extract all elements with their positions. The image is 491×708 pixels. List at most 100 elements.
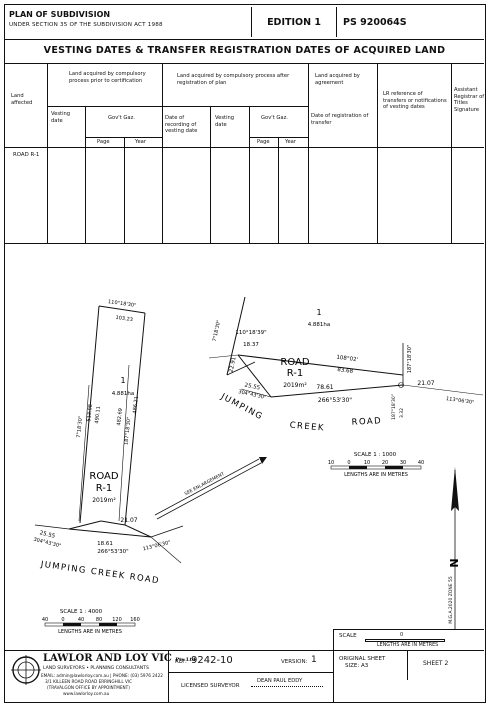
scale-large-tick-5: 160 <box>130 617 140 623</box>
dist-left: 513.08 <box>86 404 94 422</box>
scale-large-tick-3: 80 <box>96 617 102 623</box>
scale-enl-units: LENGTHS ARE IN METRES <box>344 472 408 478</box>
sub-year: Year <box>135 139 146 145</box>
firm-tagline: LAND SURVEYORS • PLANNING CONSULTANTS <box>43 666 149 671</box>
col-assistant-registrar: Assistant Registrar of Titles Signature <box>454 87 485 113</box>
firm-logo-icon <box>11 655 41 685</box>
scale-enl-tick-4: 30 <box>400 460 406 466</box>
scale-large-units: LENGTHS ARE IN METRES <box>58 629 122 635</box>
scale-enl-tick-0: 10 <box>328 460 334 466</box>
dist-right-1: 482.69 <box>116 408 124 426</box>
vesting-row-road: ROAD R-1 <box>13 152 40 158</box>
sheet-size: SIZE: A3 <box>345 663 369 669</box>
scale-large-tick-1: 0 <box>61 617 64 623</box>
plan-number: PS 920064S <box>343 16 407 28</box>
scale-large-title: SCALE 1 : 4000 <box>60 609 103 615</box>
lot-1-label: 1 <box>120 376 125 385</box>
dist-top: 103.23 <box>115 315 133 323</box>
dist-left-inner: 490.11 <box>94 406 102 424</box>
sub-year-2: Year <box>285 139 296 145</box>
enl-bearing-left: 7°18'30" <box>212 319 222 342</box>
firm-address: 3/1 KILLEEN ROAD ROAD ERRINGHILL VIC <box>45 679 133 684</box>
sheet-number: SHEET 2 <box>423 660 449 667</box>
tb-scale-units: LENGTHS ARE IN METRES <box>377 643 439 648</box>
enl-bearing-bottom-left: 304°43'30" <box>238 389 267 401</box>
enl-street-word-2: CREEK <box>289 420 325 433</box>
firm-name: LAWLOR AND LOY VIC <box>43 653 172 664</box>
sub-page: Page <box>97 139 110 145</box>
enl-bearing-far-right: 113°06'30" <box>446 396 475 406</box>
enl-road-id: R-1 <box>287 368 304 379</box>
tb-scale-tick: 0 <box>400 632 404 638</box>
dist-bottom: 18.61 <box>97 541 113 547</box>
enl-lot-label: 1 <box>316 308 321 317</box>
enl-bearing-right: 187°18'30" <box>407 345 413 373</box>
sub-page-2: Page <box>257 139 270 145</box>
scale-enl-tick-3: 20 <box>382 460 388 466</box>
surveyor-label: LICENSED SURVEYOR <box>181 683 240 689</box>
col-land-affected: Land affected <box>11 93 33 106</box>
plan-enlarged: 1 4.881ha ROAD R-1 2019m² 7°18'30" 110°1… <box>208 296 484 478</box>
col-lr-reference: LR reference of transfers or notificatio… <box>383 91 447 110</box>
dist-bottom-left: 25.55 <box>39 530 56 540</box>
bearing-bottom: 266°53'30" <box>97 549 128 555</box>
enl-bearing-diag: 108°02' <box>336 355 358 364</box>
enl-bearing-small: 187°18'30" <box>391 394 397 420</box>
original-sheet-label: ORIGINAL SHEET <box>339 656 386 662</box>
lot-1-area: 4.881ha <box>112 391 135 397</box>
bearing-bottom-left: 304°43'30" <box>33 537 62 550</box>
enl-dist-diag: 83.68 <box>337 367 354 375</box>
north-arrow: N M.G.A.2020 ZONE 55 <box>448 467 461 630</box>
enl-bearing-bottom: 266°53'30" <box>318 397 352 404</box>
vesting-table-bottom <box>5 243 484 244</box>
firm-contact: EMAIL: admin@lawlorloy.com.au | PHONE: (… <box>41 673 163 678</box>
sub-vesting-date-2: Vesting date <box>215 115 235 128</box>
bearing-left: 7°18'30" <box>76 416 84 439</box>
plan-subtitle: UNDER SECTION 35 OF THE SUBDIVISION ACT … <box>9 22 163 28</box>
scale-enl-tick-5: 40 <box>418 460 424 466</box>
firm-web: www.lawlorloy.com.au <box>63 691 110 696</box>
scale-large-tick-2: 40 <box>78 617 84 623</box>
tb-scale-bar <box>365 639 445 642</box>
bearing-top: 110°18'30" <box>108 299 137 309</box>
ref-value: 9242-10 <box>191 655 233 666</box>
dist-right-2: 486.21 <box>132 396 140 414</box>
firm-extra: (TRAVALGON OFFICE BY APPOINTMENT) <box>47 685 130 690</box>
enl-dist-left: 22.91 <box>228 356 237 373</box>
enl-road-label: ROAD <box>280 357 309 368</box>
enl-dist-bottom-left: 25.55 <box>244 382 261 391</box>
version-value: 1 <box>311 655 317 665</box>
version-label: VERSION: <box>281 659 308 665</box>
street-name-large: JUMPING CREEK ROAD <box>39 560 160 587</box>
ref-label: REF: <box>175 659 187 665</box>
scale-enl-tick-2: 10 <box>364 460 370 466</box>
bearing-right: 187°18'30" <box>124 416 133 445</box>
scale-enl-title: SCALE 1 : 1000 <box>354 452 397 458</box>
edition-box: EDITION 1 <box>251 7 337 37</box>
enl-bearing-top: 110°18'39" <box>235 330 266 336</box>
sub-govt-gaz: Gov't Gaz. <box>108 115 135 121</box>
mga-label: M.G.A.2020 ZONE 55 <box>448 576 454 624</box>
dist-bottom-right: 21.07 <box>120 517 137 524</box>
enl-dist-right: 21.07 <box>417 380 434 387</box>
enl-dist-bottom: 78.61 <box>316 384 333 391</box>
surveyor-name: DEAN PAUL EDDY <box>257 678 303 684</box>
scale-large-tick-0: 40 <box>42 617 48 623</box>
road-id-large: R-1 <box>96 483 113 494</box>
road-label-large: ROAD <box>89 471 118 482</box>
scale-enl-tick-1: 0 <box>347 460 350 466</box>
plan-large: 1 4.881ha 110°18'30" 103.23 513.08 7°18'… <box>33 299 267 635</box>
north-arrow-n-icon: N <box>448 558 461 567</box>
plan-sheet: PLAN OF SUBDIVISION UNDER SECTION 35 OF … <box>4 4 486 703</box>
enl-road-area: 2019m² <box>283 382 307 389</box>
vesting-table-title: VESTING DATES & TRANSFER REGISTRATION DA… <box>43 45 446 56</box>
col-agreement: Land acquired by agreement <box>315 73 360 86</box>
title-block-top <box>5 650 484 651</box>
enl-street-word-3: ROAD <box>351 416 382 428</box>
col-compulsory-after: Land acquired by compulsory process afte… <box>177 73 290 86</box>
vesting-title-divider <box>5 63 484 64</box>
plan-title: PLAN OF SUBDIVISION <box>9 10 111 19</box>
sub-date-registration: Date of registration of transfer <box>311 113 369 126</box>
enl-dist-small: 3.32 <box>399 408 405 418</box>
enl-dist-top-left: 18.37 <box>243 342 259 348</box>
